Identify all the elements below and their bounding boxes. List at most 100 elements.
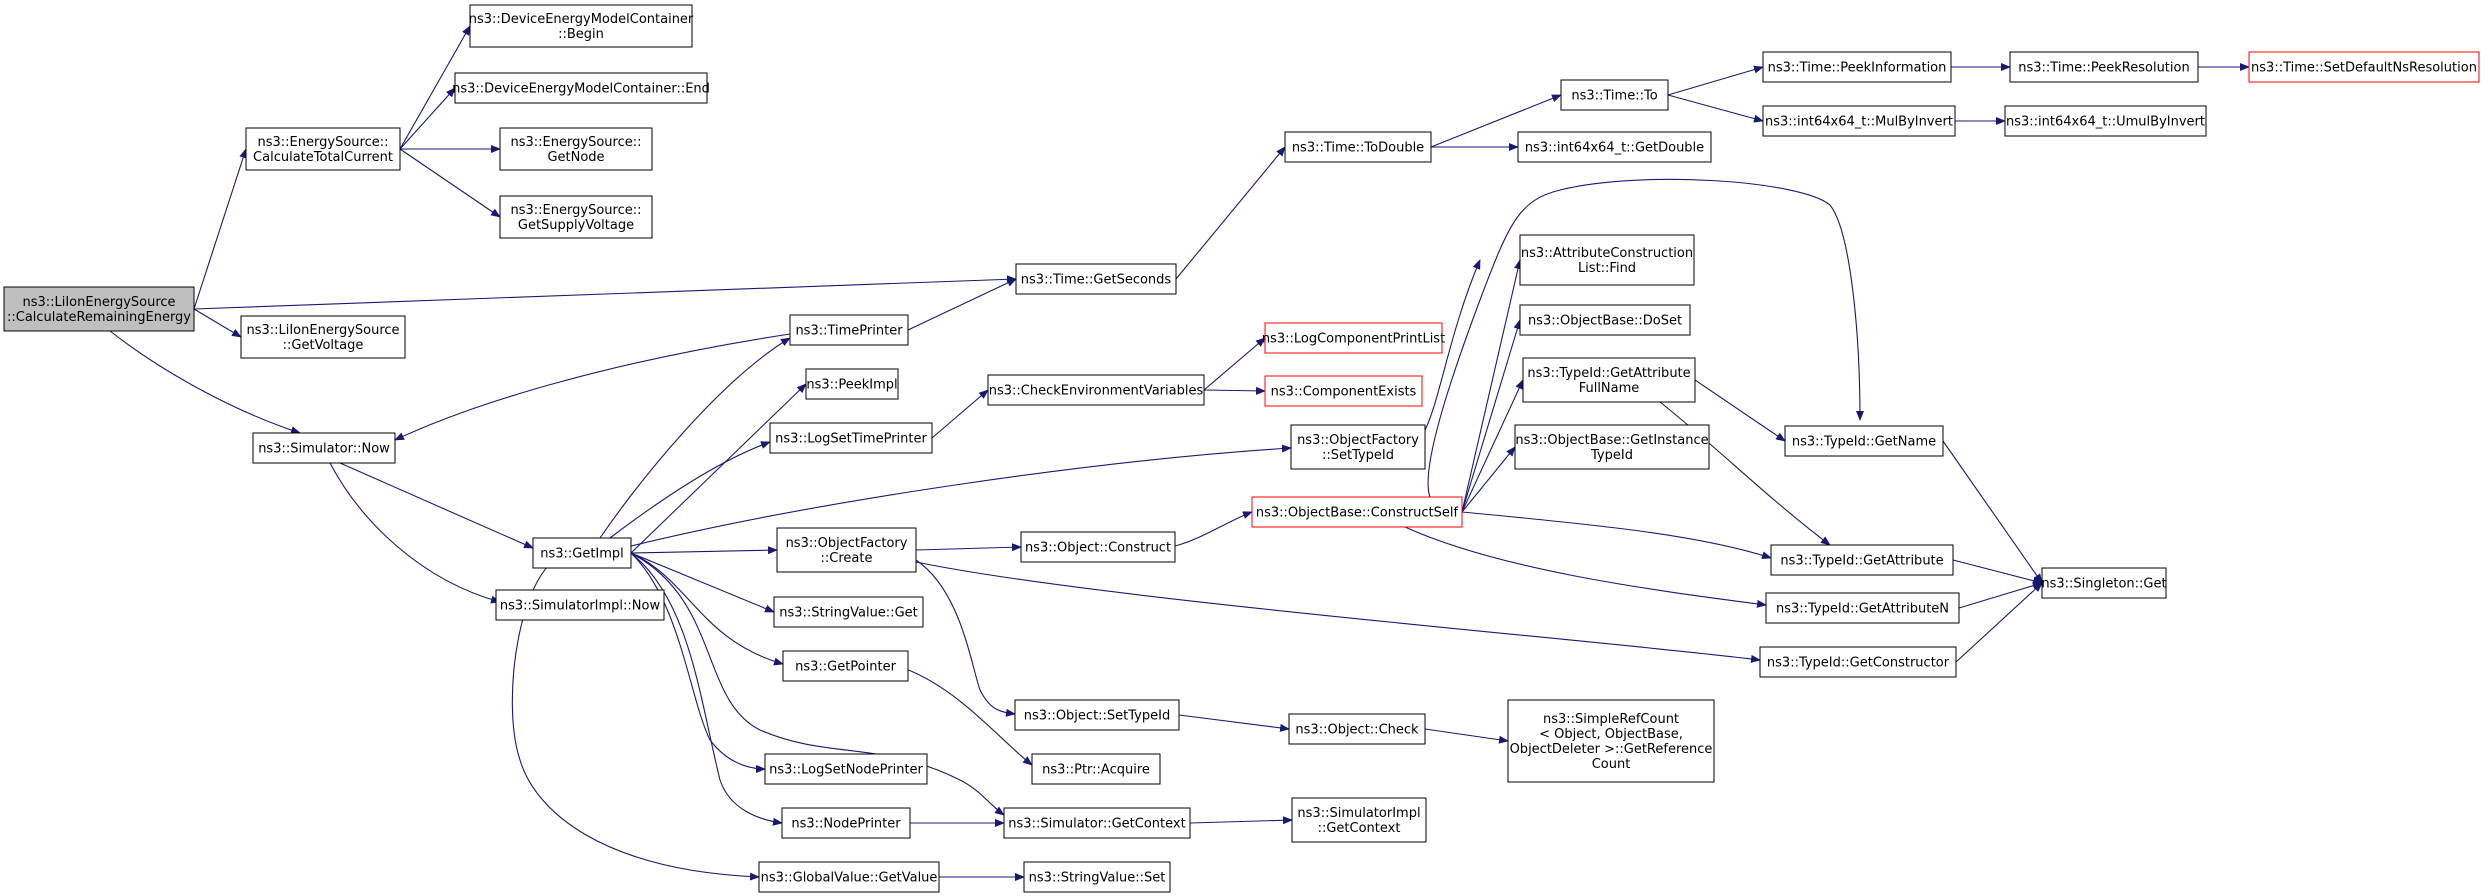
node-box[interactable] <box>1519 304 1691 336</box>
graph-node-n15[interactable]: ns3::Time::PeekResolution <box>2009 51 2199 83</box>
node-box[interactable] <box>1784 425 1944 457</box>
graph-node-n18[interactable]: ns3::TimePrinter <box>789 314 909 346</box>
node-box[interactable] <box>781 807 911 839</box>
graph-node-n22[interactable]: ns3::LogComponentPrintList <box>1262 322 1445 354</box>
node-box[interactable] <box>1522 357 1696 403</box>
node-box[interactable] <box>1514 424 1710 470</box>
node-box[interactable] <box>2248 51 2480 83</box>
node-box[interactable] <box>1517 131 1712 163</box>
node-box[interactable] <box>1288 713 1426 745</box>
node-box[interactable] <box>1770 544 1954 576</box>
node-box[interactable] <box>240 315 406 359</box>
node-box[interactable] <box>2041 567 2167 599</box>
node-box[interactable] <box>789 314 909 346</box>
graph-node-n32[interactable]: ns3::SimulatorImpl::Now <box>495 589 665 621</box>
node-box[interactable] <box>1507 699 1715 783</box>
graph-node-n16[interactable]: ns3::Time::SetDefaultNsResolution <box>2248 51 2480 83</box>
graph-node-n9[interactable]: ns3::Simulator::Now <box>252 432 396 464</box>
node-box[interactable] <box>2004 105 2207 137</box>
node-box[interactable] <box>1264 375 1423 407</box>
node-box[interactable] <box>773 596 924 628</box>
graph-node-n20[interactable]: ns3::LogSetTimePrinter <box>769 422 933 454</box>
node-box[interactable] <box>469 4 693 48</box>
node-box[interactable] <box>1290 424 1426 470</box>
graph-node-n19[interactable]: ns3::PeekImpl <box>805 368 899 400</box>
graph-node-n14[interactable]: ns3::int64x64_t::MulByInvert <box>1762 105 1956 137</box>
graph-node-n29[interactable]: ns3::ObjectFactory::SetTypeId <box>1290 424 1426 470</box>
graph-node-n2[interactable]: ns3::EnergySource::CalculateTotalCurrent <box>245 127 401 171</box>
node-box[interactable] <box>1762 105 1956 137</box>
graph-node-n5[interactable]: ns3::EnergySource::GetNode <box>499 127 653 171</box>
graph-node-n23[interactable]: ns3::ComponentExists <box>1264 375 1423 407</box>
graph-node-n33[interactable]: ns3::ObjectFactory::Create <box>776 527 917 573</box>
graph-node-n31[interactable]: ns3::GetImpl <box>532 537 632 569</box>
graph-node-n48[interactable]: ns3::SimulatorImpl::GetContext <box>1291 797 1427 843</box>
graph-node-n49[interactable]: ns3::GlobalValue::GetValue <box>758 861 940 893</box>
graph-node-n39[interactable]: ns3::TypeId::GetConstructor <box>1759 646 1957 678</box>
node-box[interactable] <box>987 374 1205 406</box>
node-box[interactable] <box>1003 807 1191 839</box>
node-box[interactable] <box>1031 753 1161 785</box>
node-box[interactable] <box>1762 51 1952 83</box>
node-box[interactable] <box>1020 531 1176 563</box>
node-box[interactable] <box>769 422 933 454</box>
graph-node-n44[interactable]: ns3::LogSetNodePrinter <box>764 753 928 785</box>
node-box[interactable] <box>499 195 653 239</box>
graph-node-n10[interactable]: ns3::Time::ToDouble <box>1284 131 1432 163</box>
node-box[interactable] <box>1015 263 1177 295</box>
graph-node-n25[interactable]: ns3::ObjectBase::DoSet <box>1519 304 1691 336</box>
graph-node-n6[interactable]: ns3::EnergySource::GetSupplyVoltage <box>499 195 653 239</box>
node-box[interactable] <box>1251 496 1463 528</box>
graph-node-n1[interactable]: ns3::LiIonEnergySource::CalculateRemaini… <box>3 286 195 332</box>
graph-node-n7[interactable]: ns3::Time::GetSeconds <box>1015 263 1177 295</box>
node-box[interactable] <box>1519 234 1695 286</box>
node-box[interactable] <box>1014 699 1180 731</box>
node-box[interactable] <box>1291 797 1427 843</box>
graph-node-n11[interactable]: ns3::Time::To <box>1560 79 1669 111</box>
graph-node-n3[interactable]: ns3::DeviceEnergyModelContainer::Begin <box>469 4 694 48</box>
graph-node-n34[interactable]: ns3::Object::Construct <box>1020 531 1176 563</box>
node-box[interactable] <box>2009 51 2199 83</box>
graph-node-n47[interactable]: ns3::Simulator::GetContext <box>1003 807 1191 839</box>
graph-node-n13[interactable]: ns3::Time::PeekInformation <box>1762 51 1952 83</box>
graph-node-n8[interactable]: ns3::LiIonEnergySource::GetVoltage <box>240 315 406 359</box>
graph-node-n37[interactable]: ns3::TypeId::GetAttributeN <box>1765 592 1960 624</box>
graph-node-n42[interactable]: ns3::Object::Check <box>1288 713 1426 745</box>
node-box[interactable] <box>1560 79 1669 111</box>
node-box[interactable] <box>454 72 708 104</box>
graph-node-n43[interactable]: ns3::SimpleRefCount< Object, ObjectBase,… <box>1507 699 1715 783</box>
graph-node-n38[interactable]: ns3::StringValue::Get <box>773 596 924 628</box>
node-box[interactable] <box>758 861 940 893</box>
node-box[interactable] <box>776 527 917 573</box>
node-box[interactable] <box>1284 131 1432 163</box>
graph-node-n30[interactable]: ns3::ObjectBase::ConstructSelf <box>1251 496 1463 528</box>
node-box[interactable] <box>3 286 195 332</box>
graph-node-n40[interactable]: ns3::GetPointer <box>782 650 909 682</box>
graph-node-n4[interactable]: ns3::DeviceEnergyModelContainer::End <box>452 72 710 104</box>
node-box[interactable] <box>1023 861 1171 893</box>
graph-node-n36[interactable]: ns3::Singleton::Get <box>2041 567 2167 599</box>
node-box[interactable] <box>1759 646 1957 678</box>
graph-node-n17[interactable]: ns3::int64x64_t::UmulByInvert <box>2004 105 2207 137</box>
graph-node-n50[interactable]: ns3::StringValue::Set <box>1023 861 1171 893</box>
node-box[interactable] <box>1765 592 1960 624</box>
graph-node-n28[interactable]: ns3::TypeId::GetName <box>1784 425 1944 457</box>
graph-node-n21[interactable]: ns3::CheckEnvironmentVariables <box>987 374 1205 406</box>
graph-node-n35[interactable]: ns3::TypeId::GetAttribute <box>1770 544 1954 576</box>
graph-node-n45[interactable]: ns3::Ptr::Acquire <box>1031 753 1161 785</box>
node-box[interactable] <box>252 432 396 464</box>
node-box[interactable] <box>499 127 653 171</box>
graph-node-n46[interactable]: ns3::NodePrinter <box>781 807 911 839</box>
node-box[interactable] <box>1264 322 1443 354</box>
node-box[interactable] <box>805 368 899 400</box>
graph-node-n12[interactable]: ns3::int64x64_t::GetDouble <box>1517 131 1712 163</box>
node-box[interactable] <box>764 753 928 785</box>
node-box[interactable] <box>245 127 401 171</box>
node-box[interactable] <box>532 537 632 569</box>
graph-node-n41[interactable]: ns3::Object::SetTypeId <box>1014 699 1180 731</box>
node-box[interactable] <box>782 650 909 682</box>
node-box[interactable] <box>495 589 665 621</box>
